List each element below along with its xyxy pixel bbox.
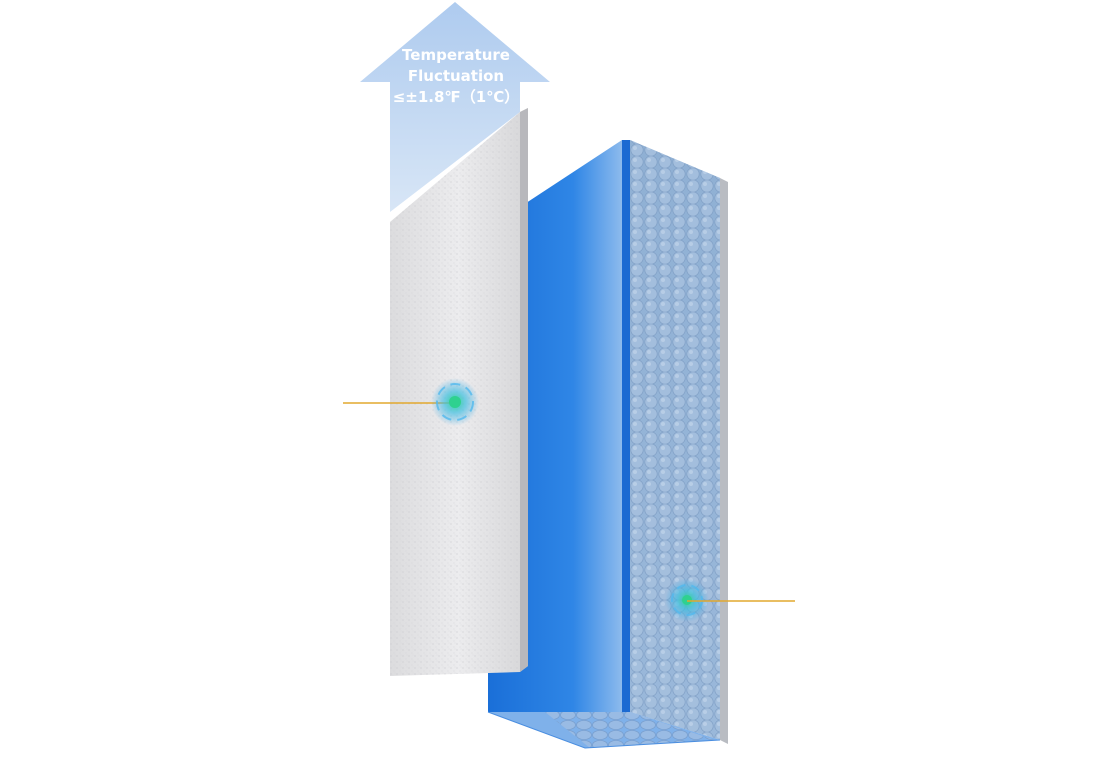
- panel-marker-dot: [449, 396, 461, 408]
- arrow-label-line3: ≤±1.8℉（1℃）: [393, 88, 520, 106]
- arrow-label-line2: Fluctuation: [408, 67, 504, 85]
- arrow-label-line1: Temperature: [402, 46, 510, 64]
- bubble-callout: [665, 578, 795, 622]
- bubble-marker-dot: [682, 595, 692, 605]
- panel-marker-ring: [436, 383, 474, 421]
- bubble-marker-ring: [671, 584, 703, 616]
- temperature-arrow: Temperature Fluctuation ≤±1.8℉（1℃）: [360, 2, 550, 212]
- panel-callout: [343, 378, 479, 426]
- bubble-wrap-layer: [622, 140, 720, 740]
